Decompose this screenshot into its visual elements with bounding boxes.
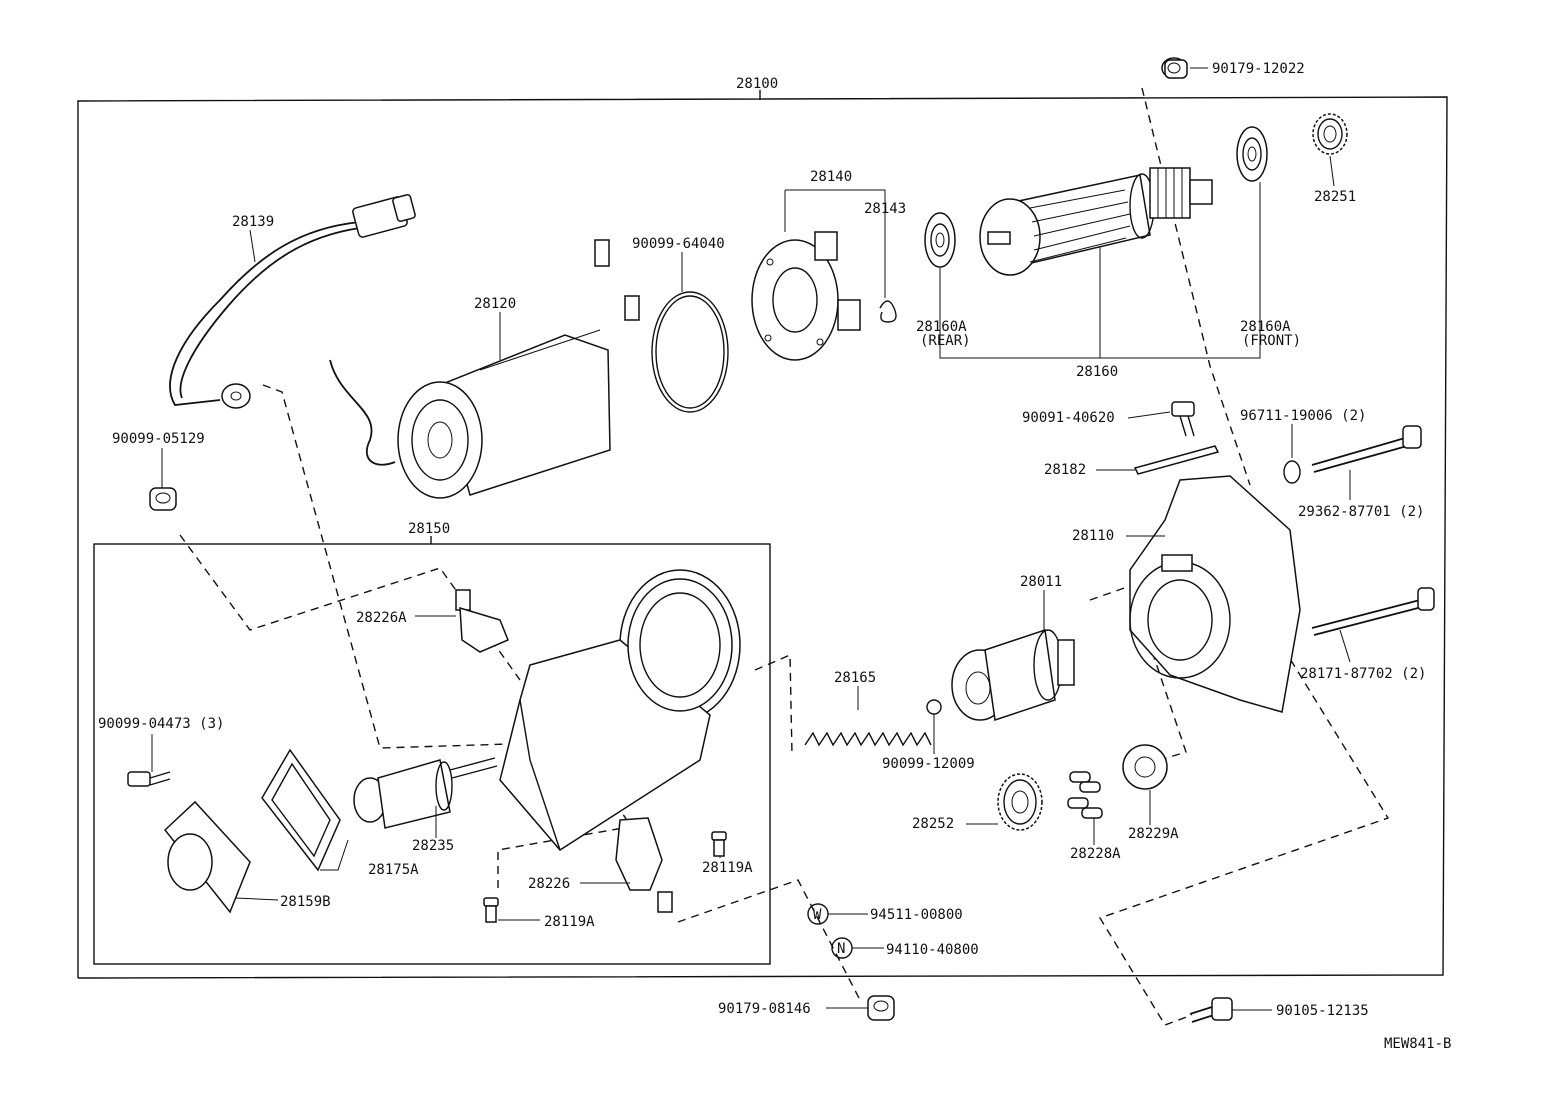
label-28229A: 28229A (1128, 826, 1179, 842)
assembly-frame-28150 (93, 536, 771, 965)
bearing-front-drawing (1236, 126, 1268, 182)
label-28159B: 28159B (280, 894, 331, 910)
label-28182: 28182 (1044, 462, 1086, 478)
through-bolt-28171-87702-drawing (1311, 587, 1435, 636)
washer-mark: W (813, 907, 822, 923)
nut-90179-08146-drawing (867, 995, 895, 1021)
spring-28143-drawing (879, 300, 897, 323)
label-29362-87701: 29362-87701 (2) (1298, 504, 1424, 520)
label-28110: 28110 (1072, 528, 1114, 544)
label-96711-19006: 96711-19006 (2) (1240, 408, 1366, 424)
assembly-label-28100: 28100 (736, 76, 778, 92)
o-ring-90099-64040-drawing (651, 291, 729, 413)
yoke-28120-drawing (397, 239, 640, 499)
through-bolt-29362-87701-drawing (1311, 425, 1422, 473)
rollers-28228A-drawing (1067, 771, 1103, 819)
label-28226A: 28226A (356, 610, 407, 626)
label-rear: (REAR) (920, 333, 971, 349)
assembly-label-28150: 28150 (408, 521, 450, 537)
label-28228A: 28228A (1070, 846, 1121, 862)
gear-28252-drawing (997, 773, 1043, 831)
label-90179-08146: 90179-08146 (718, 1001, 811, 1017)
retainer-28229A-drawing (1122, 744, 1168, 790)
gasket-28175A-drawing (261, 748, 341, 872)
label-28165: 28165 (834, 670, 876, 686)
label-28143: 28143 (864, 201, 906, 217)
label-28235: 28235 (412, 838, 454, 854)
label-28139: 28139 (232, 214, 274, 230)
bolt-90105-12135-drawing (1189, 997, 1233, 1023)
label-94511-00800: 94511-00800 (870, 907, 963, 923)
lead-wire-28139-drawing (169, 194, 416, 466)
label-94110-40800: 94110-40800 (886, 942, 979, 958)
label-28226: 28226 (528, 876, 570, 892)
terminal-28226A-drawing (455, 589, 509, 653)
label-28120: 28120 (474, 296, 516, 312)
spring-28165-drawing (804, 731, 932, 747)
nut-90099-05129-drawing (149, 487, 177, 511)
assembly-frame-28100 (77, 90, 1448, 979)
label-90091-40620: 90091-40620 (1022, 410, 1115, 426)
terminal-28226-drawing (615, 817, 673, 913)
bolt-90091-40620-drawing (1171, 401, 1195, 437)
plunger-28235-drawing (353, 757, 498, 829)
part-labels: 28100 28150 90179-12022 28251 28139 2814… (98, 61, 1451, 1052)
bearing-rear-drawing (924, 212, 956, 268)
label-90099-12009: 90099-12009 (882, 756, 975, 772)
label-28160: 28160 (1076, 364, 1118, 380)
label-28140: 28140 (810, 169, 852, 185)
label-90099-05129: 90099-05129 (112, 431, 205, 447)
label-90099-64040: 90099-64040 (632, 236, 725, 252)
label-28252: 28252 (912, 816, 954, 832)
clutch-28011-drawing (951, 629, 1075, 721)
label-90105-12135: 90105-12135 (1276, 1003, 1369, 1019)
leader-lines (151, 67, 1351, 1011)
gear-28251-drawing (1312, 113, 1348, 155)
nut-mark: N (837, 941, 845, 957)
washer-94511-00800-drawing: W (807, 903, 829, 925)
ball-90099-12009-drawing (926, 699, 942, 715)
label-28119A-left: 28119A (544, 914, 595, 930)
diagram-code: MEW841-B (1384, 1036, 1451, 1052)
magnetic-switch-housing-drawing (499, 569, 741, 851)
brush-holder-28140-drawing (751, 231, 861, 361)
label-90099-04473: 90099-04473 (3) (98, 716, 224, 732)
bolt-90099-04473-drawing (127, 771, 171, 787)
armature-28160-drawing (979, 167, 1213, 276)
label-front: (FRONT) (1242, 333, 1301, 349)
nut-90179-12022-drawing (1161, 57, 1188, 79)
pin-28119A-left-drawing (483, 897, 499, 923)
label-28251: 28251 (1314, 189, 1356, 205)
label-28119A-right: 28119A (702, 860, 753, 876)
label-28160A-front: 28160A (1240, 319, 1291, 335)
label-90179-12022: 90179-12022 (1212, 61, 1305, 77)
nut-94110-40800-drawing: N (831, 937, 853, 959)
label-28160A-rear: 28160A (916, 319, 967, 335)
housing-28110-drawing (1129, 475, 1301, 713)
label-28171-87702: 28171-87702 (2) (1300, 666, 1426, 682)
brush-28182-drawing (1133, 445, 1220, 475)
washer-96711-19006-drawing (1283, 460, 1301, 484)
pin-28119A-right-drawing (711, 831, 727, 857)
label-28175A: 28175A (368, 862, 419, 878)
label-28011: 28011 (1020, 574, 1062, 590)
cover-28159B-drawing (163, 800, 251, 914)
